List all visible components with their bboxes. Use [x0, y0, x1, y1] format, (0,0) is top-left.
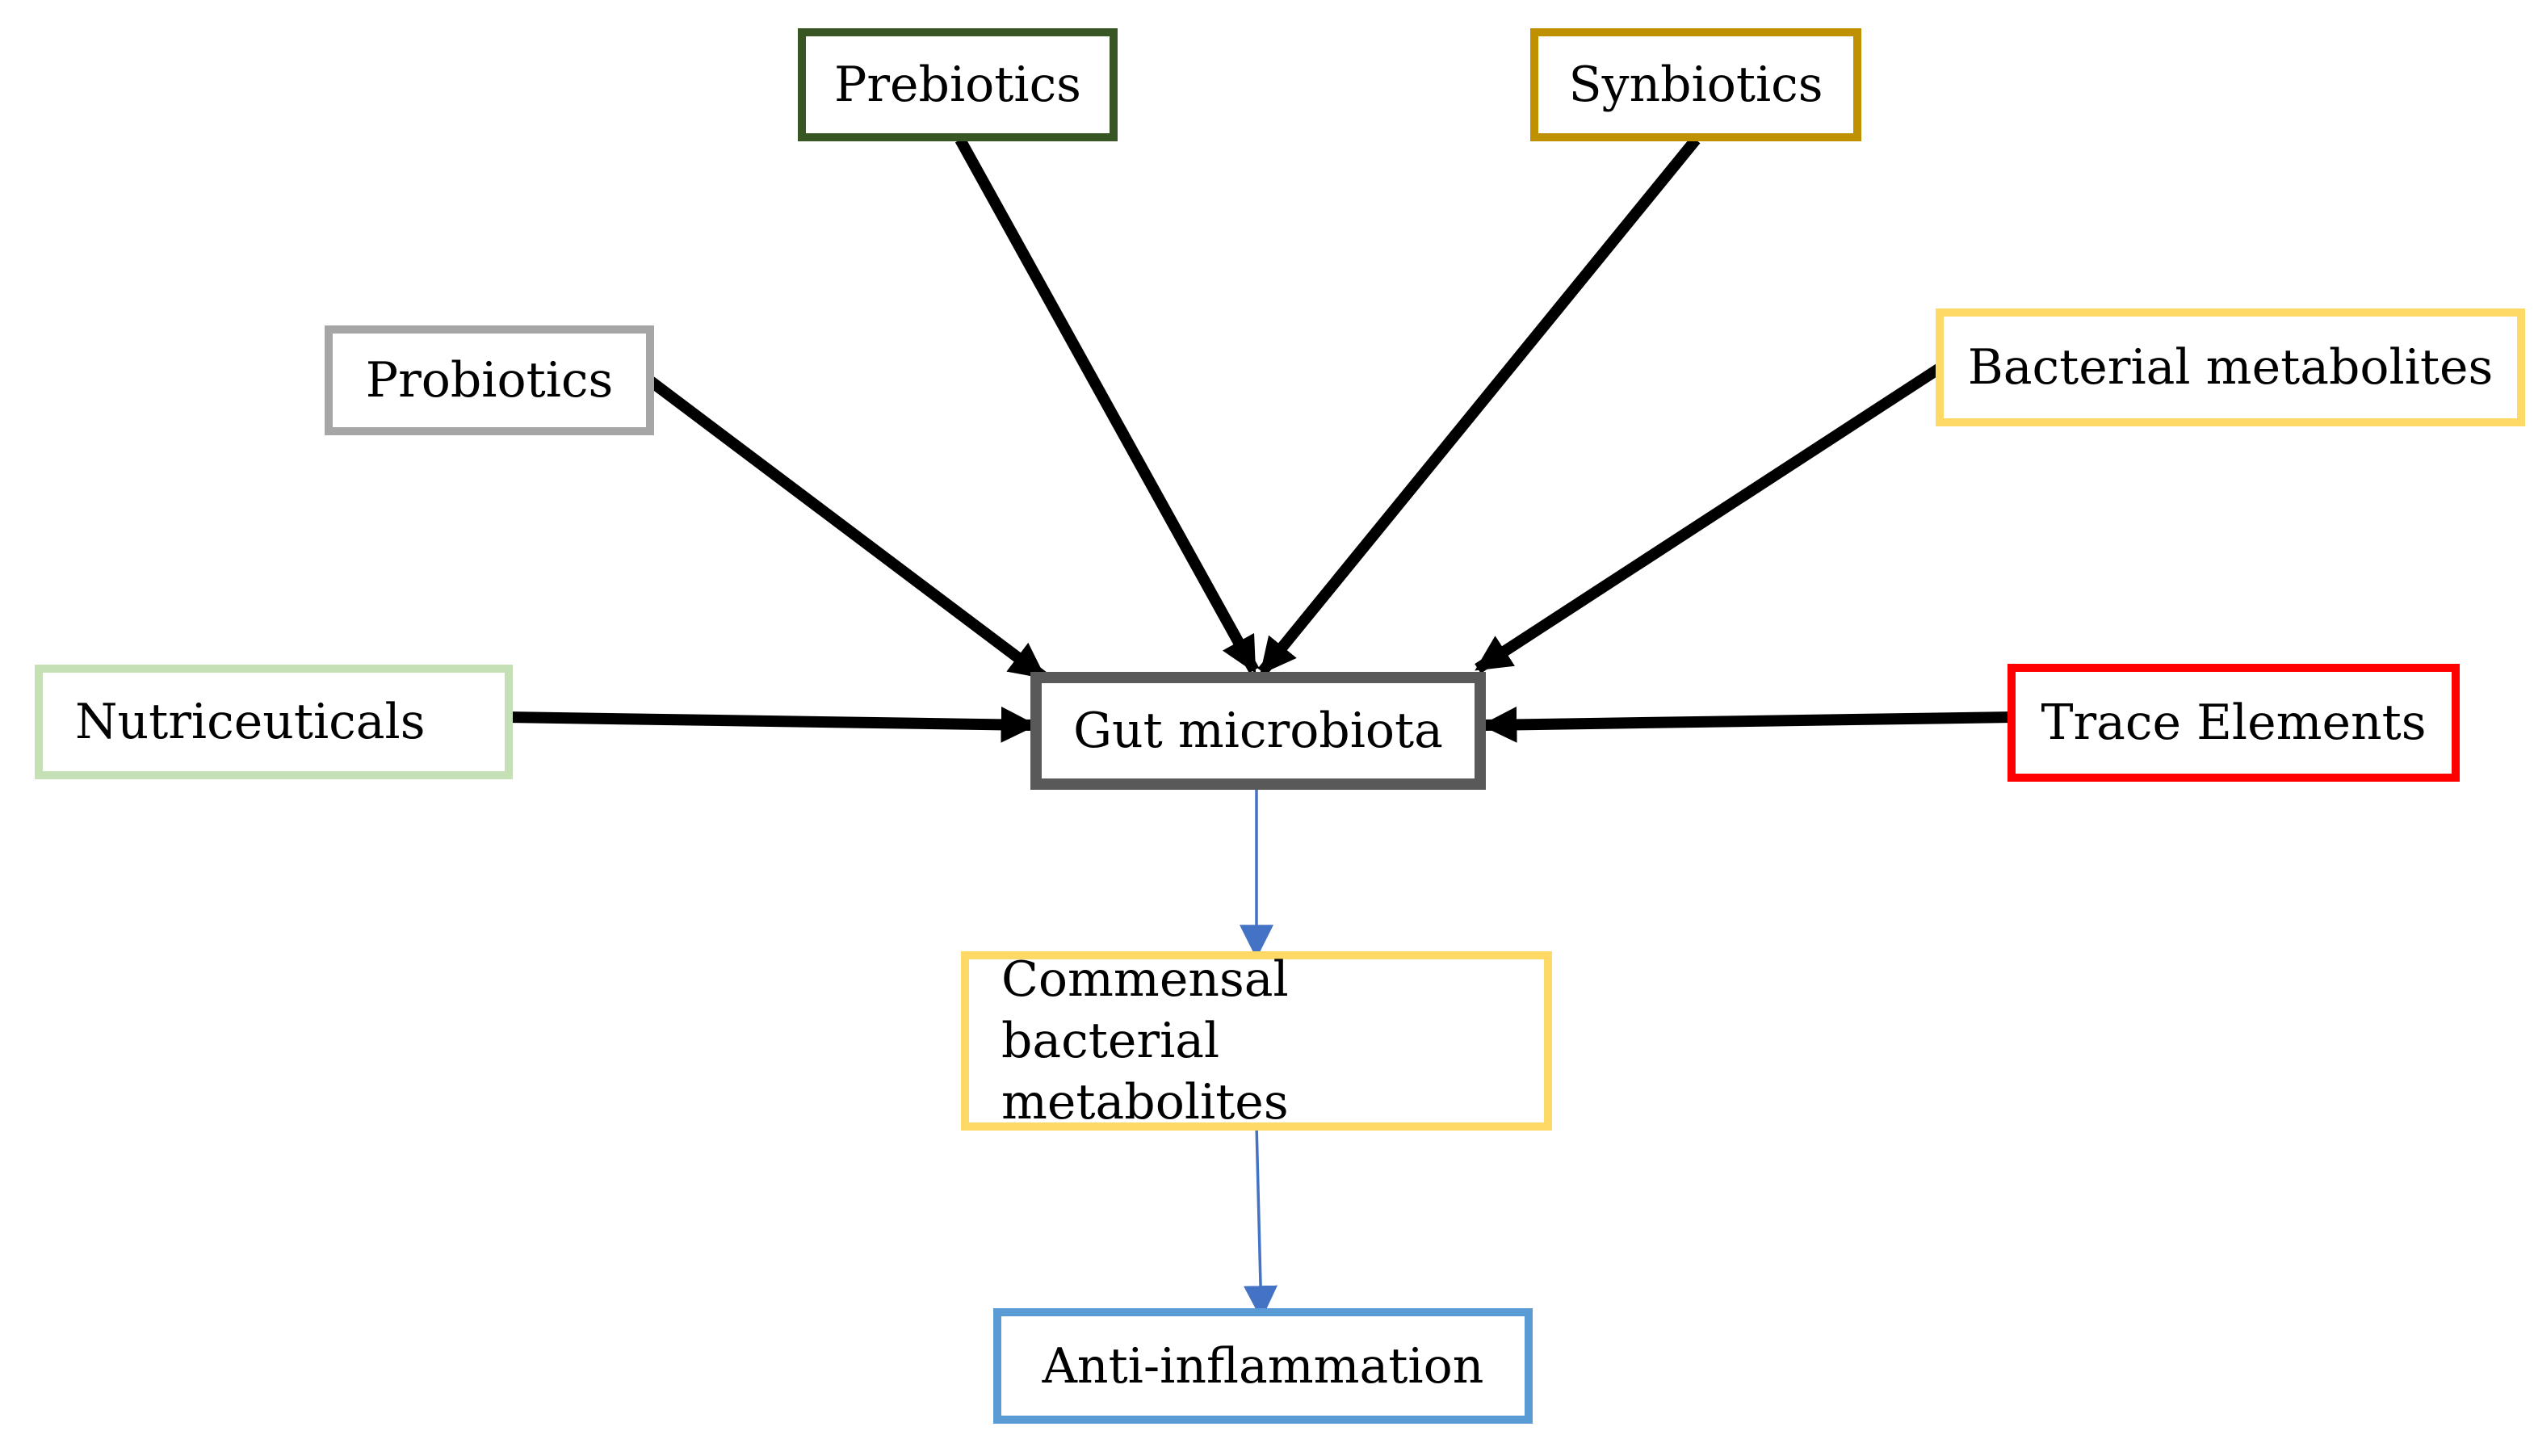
edge-trace-elements-to-gut-microbiota — [1480, 706, 2015, 743]
node-bacterial-metabolites: Bacterial metabolites — [1936, 308, 2525, 426]
node-synbiotics: Synbiotics — [1530, 28, 1861, 141]
node-anti-inflammation: Anti-inflammation — [993, 1308, 1533, 1424]
edge-nutriceuticals-to-gut-microbiota — [506, 706, 1038, 743]
node-nutriceuticals: Nutriceuticals — [35, 665, 513, 779]
edge-bacterial-metabolites-to-gut-microbiota — [1475, 360, 1948, 673]
edge-prebiotics-to-gut-microbiota — [954, 136, 1260, 673]
edge-probiotics-to-gut-microbiota — [644, 375, 1047, 682]
node-gut-microbiota: Gut microbiota — [1030, 672, 1486, 790]
node-probiotics: Probiotics — [325, 325, 654, 435]
edge-synbiotics-to-gut-microbiota — [1257, 136, 1701, 676]
node-prebiotics: Prebiotics — [798, 28, 1118, 141]
node-trace-elements: Trace Elements — [2007, 664, 2460, 782]
edge-commensal-metabolites-to-anti-inflammation — [1244, 1124, 1278, 1320]
node-commensal-bacterial-metabolites: Commensal bacterial metabolites — [961, 951, 1552, 1131]
